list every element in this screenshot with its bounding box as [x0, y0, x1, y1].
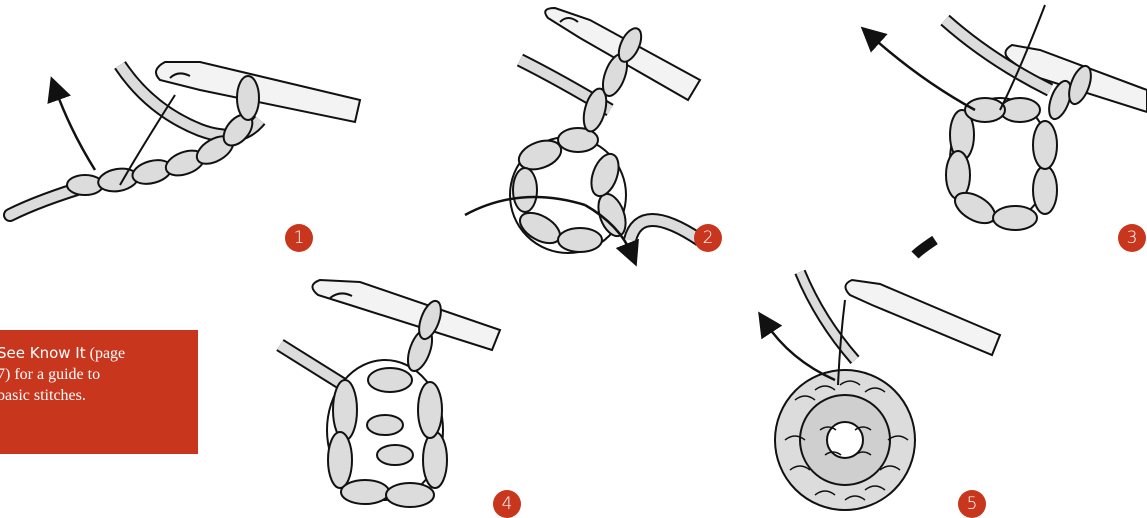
- note-prefix: See: [0, 344, 30, 362]
- direction-arrow-icon: [765, 322, 835, 380]
- step-badge-2: 2: [694, 224, 722, 252]
- step-number: 2: [703, 230, 714, 247]
- note-line-2: 7) for a guide to: [0, 364, 186, 385]
- cross-reference-note: See Know It (page 7) for a guide to basi…: [0, 330, 198, 454]
- crochet-hook-icon: [845, 280, 1000, 355]
- step-4-illustration: [280, 280, 500, 507]
- step-badge-5: 5: [958, 490, 986, 518]
- note-line-1-rest: (page: [86, 345, 126, 362]
- step-badge-4: 4: [493, 490, 521, 518]
- step-2-illustration: [465, 8, 700, 255]
- step-badge-1: 1: [285, 224, 313, 252]
- know-it-reference: Know It: [30, 344, 86, 362]
- step-badge-3: 3: [1118, 224, 1146, 252]
- step-3-illustration: [870, 5, 1147, 255]
- direction-arrow-icon: [870, 35, 975, 110]
- crochet-hook-icon: [312, 280, 500, 350]
- step-number: 3: [1127, 230, 1138, 247]
- note-line-1: See Know It (page: [0, 343, 186, 364]
- note-text: See Know It (page 7) for a guide to basi…: [0, 343, 186, 406]
- step-5-illustration: [765, 272, 1000, 510]
- step-number: 5: [967, 496, 978, 513]
- note-line-3: basic stitches.: [0, 385, 186, 406]
- step-number: 4: [502, 496, 513, 513]
- step-number: 1: [294, 230, 305, 247]
- direction-arrow-icon: [55, 88, 95, 170]
- step-1-illustration: [10, 62, 360, 215]
